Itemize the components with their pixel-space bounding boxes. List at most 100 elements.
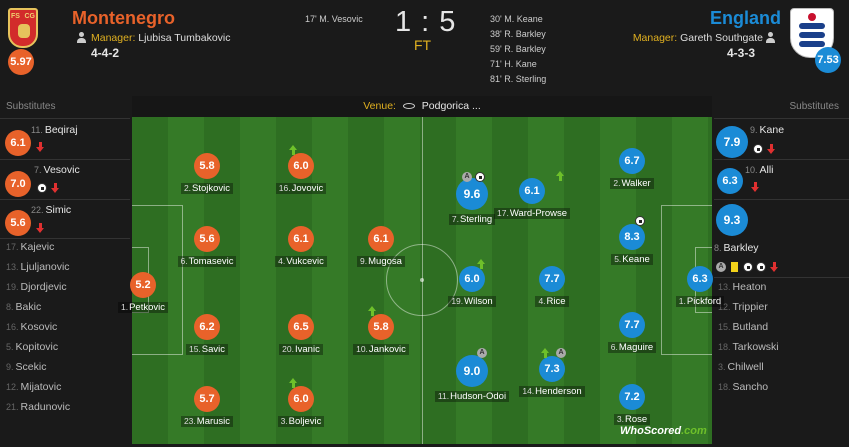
sub-player-simic[interactable]: 22.Simic <box>31 204 71 224</box>
player-savic[interactable]: 6.2 15.Savic <box>167 314 247 355</box>
player-number: 10. <box>745 165 758 175</box>
unused-sub[interactable]: 16.Kosovic <box>6 321 57 341</box>
player-walker[interactable]: 6.7 2.Walker <box>592 148 672 189</box>
player-ivanic[interactable]: 6.5 20.Ivanic <box>261 314 341 355</box>
match-header: FS CG 5.97 Montenegro Manager: Ljubisa T… <box>0 0 849 95</box>
subbed-on-icon <box>556 171 565 181</box>
goal-icon <box>753 144 763 154</box>
player-number: 17. <box>6 242 19 252</box>
unused-sub[interactable]: 21.Radunovic <box>6 401 70 421</box>
player-petkovic[interactable]: 5.2 1.Petkovic <box>103 272 183 313</box>
player-stojkovic[interactable]: 5.8 2.Stojkovic <box>167 153 247 194</box>
player-marusic[interactable]: 5.7 23.Marusic <box>167 386 247 427</box>
player-rating: 6.5 <box>288 314 314 340</box>
divider <box>714 159 849 160</box>
centre-spot <box>420 278 424 282</box>
unused-sub[interactable]: 18.Tarkowski <box>718 341 779 361</box>
player-jankovic[interactable]: 5.8 10.Jankovic <box>341 314 421 355</box>
player-sterling[interactable]: 9.6 7.Sterling <box>432 178 512 225</box>
player-name: Chilwell <box>727 361 764 373</box>
player-number: 23. <box>183 416 196 426</box>
sub-player-vesovic[interactable]: 7.Vesovic <box>34 164 80 184</box>
player-number: 7. <box>451 214 459 224</box>
unused-sub[interactable]: 12.Trippier <box>718 301 768 321</box>
sub-rating: 6.1 <box>5 130 31 156</box>
player-number: 11. <box>437 391 450 401</box>
player-name: Pickford <box>686 296 722 307</box>
goal-icon <box>756 262 766 272</box>
player-name: Simic <box>45 204 72 216</box>
player-number: 3. <box>718 362 726 372</box>
player-rating: 7.7 <box>539 266 565 292</box>
player-hudson-odoi[interactable]: 9.0 11.Hudson-Odoi <box>432 355 512 402</box>
player-number: 9. <box>750 125 758 135</box>
player-keane[interactable]: 8.3 5.Keane <box>592 224 672 265</box>
player-number: 21. <box>6 402 19 412</box>
player-name: Mijatovic <box>20 381 62 393</box>
player-tomasevic[interactable]: 5.6 6.Tomasevic <box>167 226 247 267</box>
player-rice[interactable]: 7.7 4.Rice <box>512 266 592 307</box>
subbed-off-icon <box>36 142 46 152</box>
player-number: 13. <box>718 282 731 292</box>
unused-sub[interactable]: 17.Kajevic <box>6 241 54 261</box>
player-rating: 6.7 <box>619 148 645 174</box>
unused-sub[interactable]: 13.Heaton <box>718 281 766 301</box>
player-wilson[interactable]: 6.0 19.Wilson <box>432 266 512 307</box>
away-manager-name[interactable]: Gareth Southgate <box>680 32 763 44</box>
player-vukcevic[interactable]: 6.1 4.Vukcevic <box>261 226 341 267</box>
player-name: Kopitovic <box>15 341 59 353</box>
sub-rating: 7.0 <box>5 171 31 197</box>
unused-sub[interactable]: 12.Mijatovic <box>6 381 61 401</box>
player-rating: 6.0 <box>459 266 485 292</box>
unused-sub[interactable]: 3.Chilwell <box>718 361 764 381</box>
assist-icon: A <box>716 262 726 272</box>
player-name: Radunovic <box>20 401 71 413</box>
unused-sub[interactable]: 18.Sancho <box>718 381 768 401</box>
centre-circle <box>386 244 458 316</box>
player-rating: 5.6 <box>194 226 220 252</box>
player-maguire[interactable]: 7.7 6.Maguire <box>592 312 672 353</box>
home-team-name[interactable]: Montenegro <box>72 8 175 28</box>
player-number: 12. <box>718 302 731 312</box>
player-name: Ward-Prowse <box>509 208 567 219</box>
away-team-name[interactable]: England <box>710 8 781 28</box>
unused-sub[interactable]: 8.Bakic <box>6 301 41 321</box>
penalty-box-left <box>132 205 183 355</box>
player-name: Heaton <box>732 281 767 293</box>
player-number: 6. <box>180 256 188 266</box>
sub-player-alli[interactable]: 10.Alli <box>745 164 774 184</box>
unused-sub[interactable]: 19.Djordjevic <box>6 281 67 301</box>
player-mugosa[interactable]: 6.1 9.Mugosa <box>341 226 421 267</box>
goal-event: 38' R. Barkley <box>490 29 546 39</box>
player-number: 3. <box>280 416 288 426</box>
unused-sub[interactable]: 13.Ljuljanovic <box>6 261 70 281</box>
player-name: Wilson <box>464 296 493 307</box>
goal-icon <box>37 183 47 193</box>
montenegro-crest-icon[interactable]: FS CG <box>8 8 38 48</box>
player-number: 22. <box>31 205 44 215</box>
away-team-rating: 7.53 <box>815 47 841 73</box>
player-rating: 6.1 <box>368 226 394 252</box>
player-rose[interactable]: 7.2 3.Rose <box>592 384 672 425</box>
player-jovovic[interactable]: 6.0 16.Jovovic <box>261 153 341 194</box>
unused-sub[interactable]: 15.Butland <box>718 321 768 341</box>
away-formation: 4-3-3 <box>726 46 755 60</box>
player-pickford[interactable]: 6.3 1.Pickford <box>660 266 740 307</box>
home-manager-name[interactable]: Ljubisa Tumbakovic <box>138 32 231 44</box>
player-number: 9. <box>6 362 14 372</box>
whoscored-logo[interactable]: WhoScored.com <box>620 425 707 437</box>
assist-icon: A <box>462 172 472 182</box>
unused-sub[interactable]: 9.Scekic <box>6 361 46 381</box>
england-crest-icon[interactable] <box>790 8 834 58</box>
sub-player-barkley[interactable]: 8.Barkley <box>714 242 759 262</box>
match-score: 1 : 5 <box>395 6 457 38</box>
sub-player-beqiraj[interactable]: 11.Beqiraj <box>31 124 78 144</box>
venue-name[interactable]: Podgorica ... <box>421 100 481 112</box>
player-name: Keane <box>622 254 650 265</box>
player-rating: 9.6 <box>456 178 488 210</box>
player-henderson[interactable]: 7.3 14.Henderson <box>512 356 592 397</box>
player-boljevic[interactable]: 6.0 3.Boljevic <box>261 386 341 427</box>
unused-sub[interactable]: 5.Kopitovic <box>6 341 58 361</box>
sub-player-kane[interactable]: 9.Kane <box>750 124 784 144</box>
player-ward-prowse[interactable]: 6.1 17.Ward-Prowse <box>492 178 572 219</box>
